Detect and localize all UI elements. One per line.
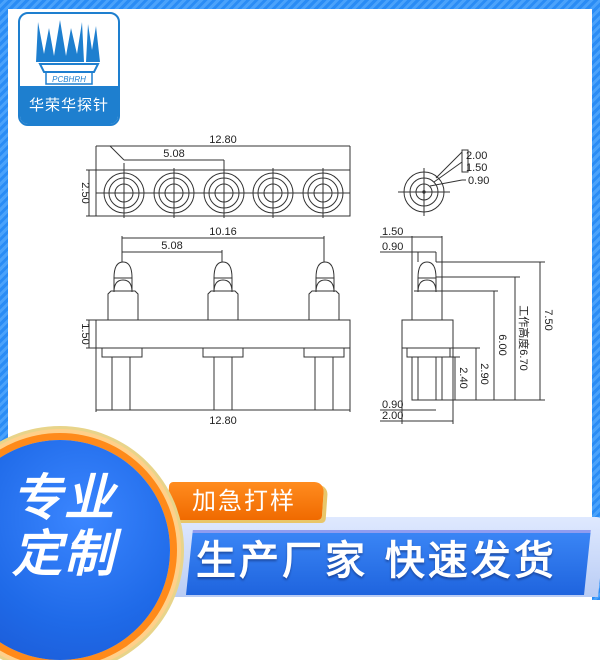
dim-h-total: 7.50 (542, 309, 554, 330)
pin-3 (303, 261, 345, 411)
dim-collar-diam: 2.00 (382, 410, 403, 422)
pin-circles (103, 160, 344, 218)
dim-diam-inner: 0.90 (468, 175, 489, 187)
dim-tail-diam: 0.90 (382, 399, 403, 411)
promo-badge-text: 专业 定制 (12, 470, 142, 582)
promo-banner-text: 生产厂家 快速发货 (196, 538, 557, 584)
dim-h-body: 2.90 (478, 363, 490, 384)
dim-diam-outer: 2.00 (466, 150, 487, 162)
top-view (86, 145, 351, 218)
logo-label: PCBHRH (52, 75, 86, 84)
dim-diam-mid: 1.50 (466, 162, 487, 174)
detail-view (398, 149, 469, 216)
dim-span-front: 10.16 (209, 226, 237, 238)
side-view (380, 236, 545, 424)
dim-height-top: 2.50 (79, 182, 91, 203)
promo-tag-text: 加急打样 (192, 487, 296, 515)
dim-body-height: 1.50 (79, 323, 91, 344)
badge-line-2: 定制 (12, 525, 116, 583)
dim-plunger-diam: 0.90 (382, 241, 403, 253)
dim-h-tail: 2.40 (457, 367, 469, 388)
brand-logo: PCBHRH 华荣华探针 (18, 12, 120, 126)
pin-2 (202, 261, 244, 411)
dim-h-barrel: 6.00 (496, 334, 508, 355)
pin-1 (101, 261, 143, 411)
front-view (86, 236, 351, 412)
dim-pitch-front: 5.08 (161, 240, 182, 252)
technical-drawing: 12.80 5.08 2.50 2.00 1.50 0.90 (79, 134, 554, 427)
brand-name: 华荣华探针 (20, 86, 118, 124)
dim-pitch-top: 5.08 (163, 148, 184, 160)
dim-barrel-diam: 1.50 (382, 226, 403, 238)
badge-line-1: 专业 (12, 469, 116, 527)
dim-h-working: 工作高度6.70 (517, 305, 531, 370)
dim-overall-width-front: 12.80 (209, 415, 237, 427)
crown-icon: PCBHRH (36, 20, 100, 85)
dim-overall-width-top: 12.80 (209, 134, 237, 146)
